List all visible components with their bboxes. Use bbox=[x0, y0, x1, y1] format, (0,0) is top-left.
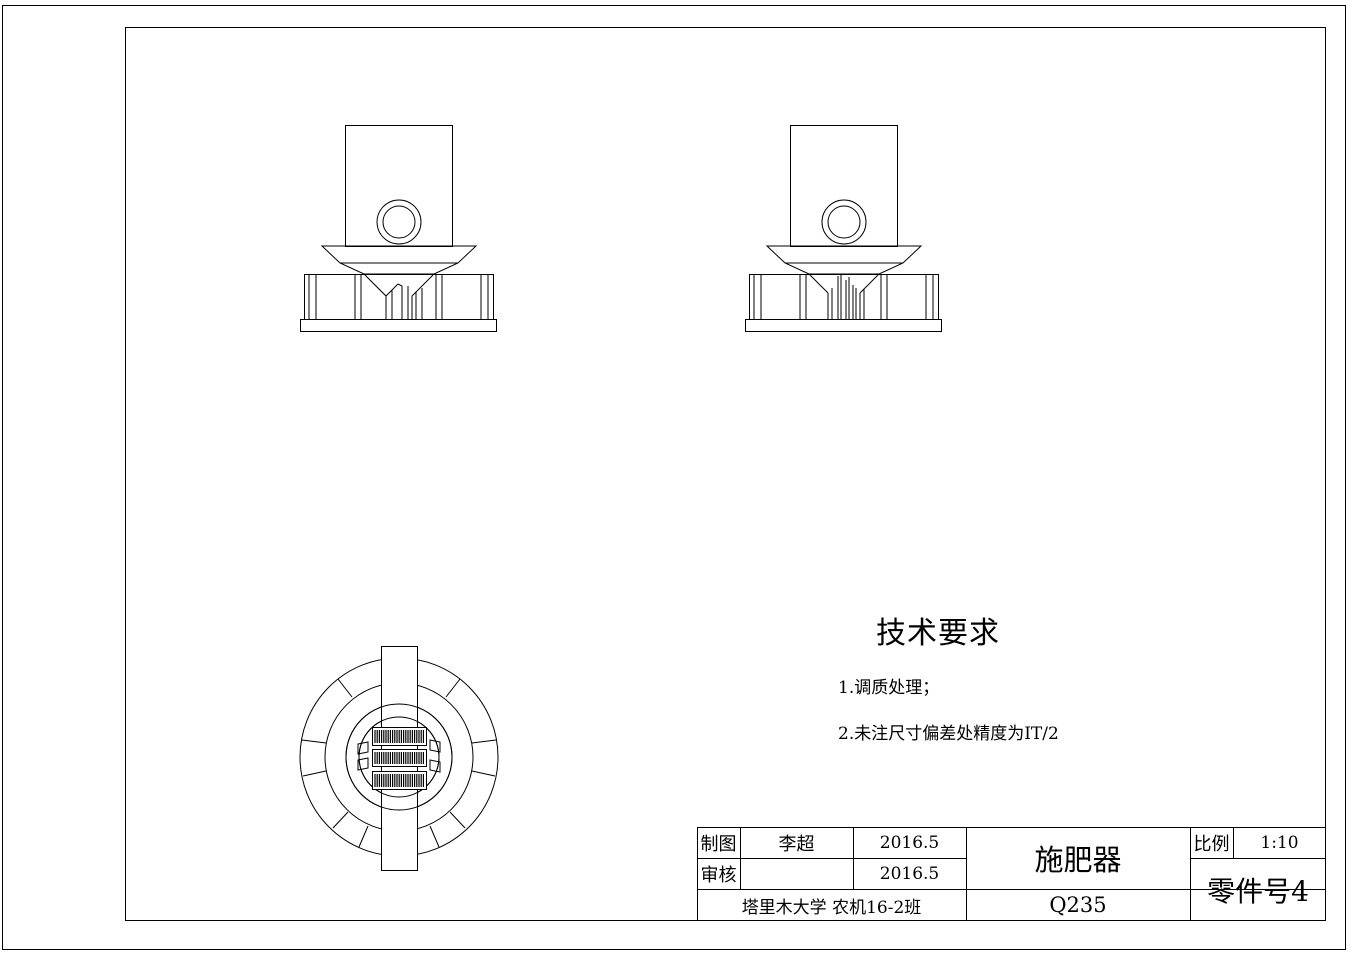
material: Q235 bbox=[1049, 893, 1107, 917]
scale-label: 比例 bbox=[1193, 833, 1230, 855]
top-view bbox=[299, 646, 499, 871]
title-block: 制图 李超 2016.5 审核 2016.5 塔里木大学 农机16-2班 施肥器… bbox=[697, 827, 1326, 921]
drawn-date: 2016.5 bbox=[879, 832, 940, 853]
checked-date: 2016.5 bbox=[879, 863, 940, 884]
technical-requirements-title: 技术要求 bbox=[876, 616, 1000, 651]
drawn-label: 制图 bbox=[700, 833, 737, 855]
technical-note-1: 1.调质处理； bbox=[838, 678, 940, 698]
technical-note-2: 2.未注尺寸偏差处精度为IT/2 bbox=[838, 724, 1059, 744]
inner-drawing-frame bbox=[125, 27, 1326, 921]
checked-label: 审核 bbox=[700, 864, 737, 886]
part-number: 零件号4 bbox=[1207, 874, 1309, 908]
title-block-grid bbox=[697, 827, 1326, 921]
organization: 塔里木大学 农机16-2班 bbox=[741, 897, 922, 918]
front-view-left bbox=[300, 125, 497, 332]
front-view-right bbox=[745, 125, 942, 332]
part-name: 施肥器 bbox=[1034, 843, 1122, 877]
drawn-by: 李超 bbox=[778, 833, 815, 855]
outer-sheet-border bbox=[2, 5, 1346, 950]
checked-by bbox=[740, 858, 853, 889]
scale-value: 1:10 bbox=[1260, 832, 1299, 853]
